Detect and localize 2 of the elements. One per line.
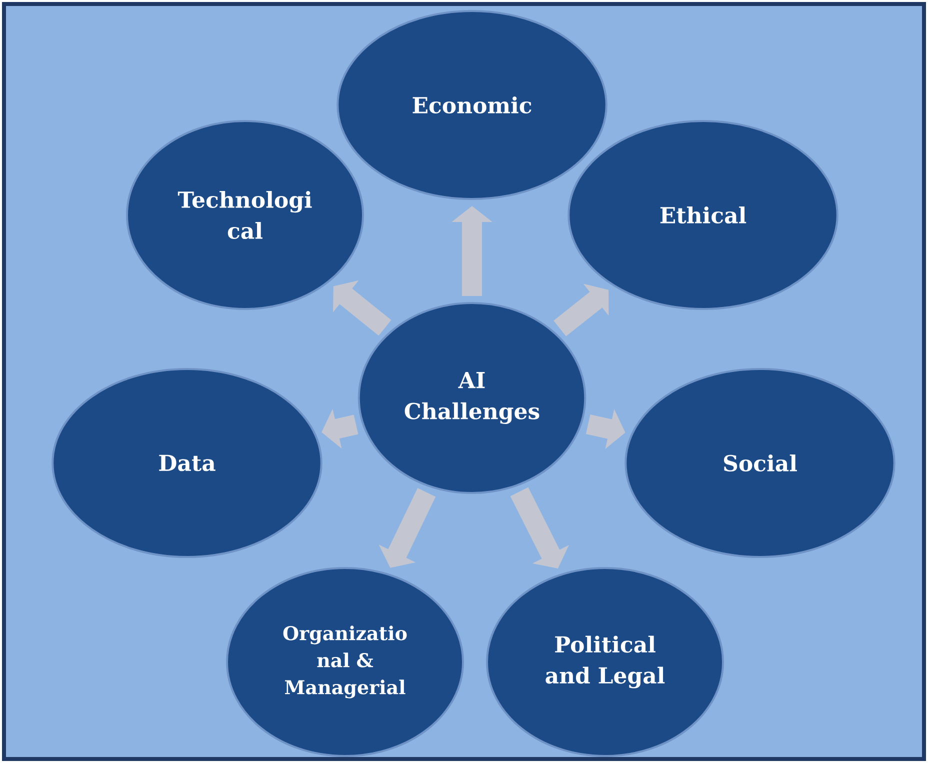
block-arrow <box>554 284 609 336</box>
block-arrow <box>510 487 569 568</box>
